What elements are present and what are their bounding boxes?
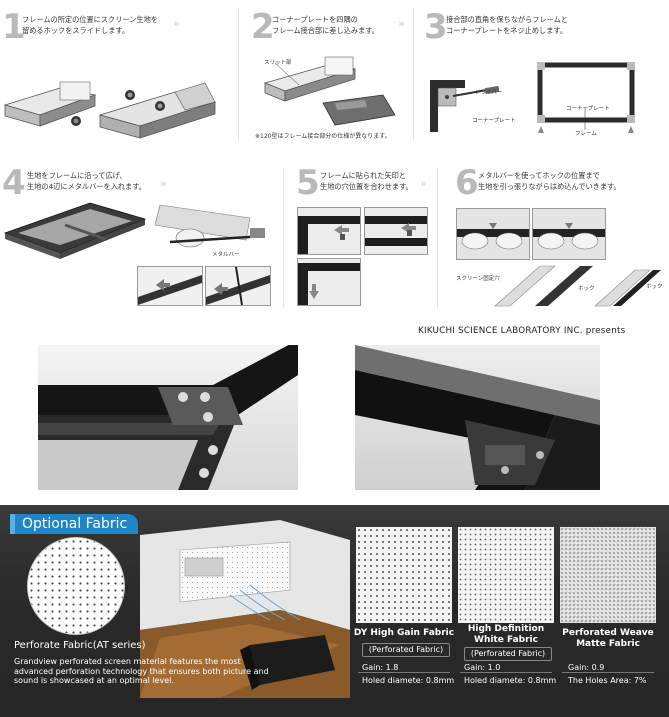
optional-fabric-tab: Optional Fabric xyxy=(10,514,138,534)
slit-label: スリット部 xyxy=(264,60,292,66)
fabric-3-spec-2: The Holes Area: 7% xyxy=(568,676,647,685)
divider xyxy=(460,672,552,673)
step-4-number: 4 xyxy=(2,163,26,203)
fabric-1-spec-1: Gain: 1.8 xyxy=(362,663,399,672)
fabric-3-title-line-1: Perforated Weave xyxy=(562,628,654,638)
frame-label: フレーム xyxy=(575,131,597,137)
fabric-1-subtitle: (Perforated Fabric) xyxy=(362,643,450,657)
chevron-icon: ›› xyxy=(398,17,405,30)
separator xyxy=(283,168,284,308)
fabric-2-title-line-1: High Definition xyxy=(467,624,545,634)
chevron-icon: ›› xyxy=(420,177,427,190)
step-5-text: フレームに貼られた矢印と生地の穴位置を合わせます。 xyxy=(320,170,413,192)
fabric-1-title: DY High Gain Fabric xyxy=(352,628,456,639)
divider xyxy=(562,672,654,673)
step-5-detail-1 xyxy=(297,207,361,255)
step-1-text: フレームの所定の位置にスクリーン生地を留めるホックをスライドします。 xyxy=(22,14,158,36)
step-4-detail-1 xyxy=(137,266,203,306)
step-6-hook-illustration xyxy=(494,265,661,307)
step-2-illustration xyxy=(263,56,396,126)
step-5-line-2: 生地の穴位置を合わせます。 xyxy=(320,182,413,191)
fabric-1-title-line-1: DY High Gain Fabric xyxy=(353,628,455,638)
step-3-illustration xyxy=(430,62,635,133)
frame-corner-photo-left xyxy=(38,345,298,490)
step-4-frame-illustration xyxy=(3,202,147,259)
fabric-3-spec-1: Gain: 0.9 xyxy=(568,663,605,672)
hook-label-2: ホック xyxy=(646,284,663,290)
step-5-number: 5 xyxy=(296,163,320,203)
step-5-detail-3 xyxy=(297,258,361,306)
step-6-text: メタルバーを使ってホックの位置まで生地を引っ張りながらはめ込んでいきます。 xyxy=(478,170,621,192)
high-definition-white-swatch xyxy=(458,527,554,623)
corner-plate-label-2: コーナープレート xyxy=(566,106,610,112)
step-3-line-2: コーナープレートをネジ止めします。 xyxy=(446,26,568,35)
separator xyxy=(437,168,438,308)
step-2-line-2: フレーム接合部に差し込みます。 xyxy=(272,26,379,35)
brand-line: KIKUCHI SCIENCE LABORATORY INC. presents xyxy=(418,326,626,336)
fabric-2-spec-1: Gain: 1.0 xyxy=(464,663,501,672)
step-1-line-1: フレームの所定の位置にスクリーン生地を xyxy=(22,15,158,24)
step-5-detail-2 xyxy=(364,207,428,255)
fabric-2-title-line-2: White Fabric xyxy=(474,635,538,645)
step-4-hand-illustration xyxy=(154,204,266,248)
step-6-line-2: 生地を引っ張りながらはめ込んでいきます。 xyxy=(478,182,621,191)
step-6-line-1: メタルバーを使ってホックの位置まで xyxy=(478,171,600,180)
dy-high-gain-swatch xyxy=(356,527,452,623)
frame-corner-photo-right xyxy=(355,345,600,490)
home-theater-illustration xyxy=(140,520,350,698)
perforated-weave-swatch xyxy=(560,527,656,623)
separator xyxy=(413,8,414,140)
chevron-icon: ›› xyxy=(160,177,167,190)
step-3-line-1: 接合部の直角を保ちながらフレームと xyxy=(446,15,568,24)
divider xyxy=(358,672,450,673)
screen-fixed-hole-label: スクリーン固定穴 xyxy=(456,276,500,282)
chevron-icon: ›› xyxy=(173,17,180,30)
fabric-1-spec-2: Holed diamete: 0.8mm xyxy=(362,676,455,685)
step-1-line-2: 留めるホックをスライドします。 xyxy=(22,26,130,35)
step-1-illustration xyxy=(3,81,217,139)
metal-bar-label: メタルバー xyxy=(212,252,240,258)
step-5-line-1: フレームに貼られた矢印と xyxy=(320,171,407,180)
step-2-text: コーナープレートを四隅のフレーム接合部に差し込みます。 xyxy=(272,14,379,36)
separator xyxy=(238,8,239,140)
step-3-number: 3 xyxy=(424,7,448,47)
step-4-detail-2 xyxy=(205,266,271,306)
corner-plate-label: コーナープレート xyxy=(472,118,516,124)
step-4-line-1: 生地をフレームに沿って広げ、 xyxy=(27,171,127,180)
step-4-text: 生地をフレームに沿って広げ、生地の4辺にメタルバーを入れます。 xyxy=(27,170,146,192)
step-2-line-1: コーナープレートを四隅の xyxy=(272,15,358,24)
step-1-number: 1 xyxy=(2,7,26,47)
step-4-line-2: 生地の4辺にメタルバーを入れます。 xyxy=(27,182,146,191)
step-3-text: 接合部の直角を保ちながらフレームとコーナープレートをネジ止めします。 xyxy=(446,14,568,36)
step-6-number: 6 xyxy=(455,163,479,203)
perforated-fabric-closeup xyxy=(28,538,124,634)
fabric-2-spec-2: Holed diamete: 0.8mm xyxy=(464,676,557,685)
fabric-3-title-line-2: Matte Fabric xyxy=(576,639,640,649)
step-6-detail-2 xyxy=(532,208,606,260)
step-6-detail-1 xyxy=(456,208,530,260)
driver-label: ドライバー xyxy=(475,90,503,96)
note-120: ※120型はフレーム接合部分の仕様が異なります。 xyxy=(255,133,391,140)
perforate-fabric-title: Perforate Fabric(AT series) xyxy=(14,640,146,651)
fabric-2-subtitle: (Perforated Fabric) xyxy=(464,647,552,661)
perforate-fabric-description: Grandview perforated screen material fea… xyxy=(14,657,269,685)
step-2-number: 2 xyxy=(251,7,275,47)
hook-label-1: ホック xyxy=(578,286,595,292)
